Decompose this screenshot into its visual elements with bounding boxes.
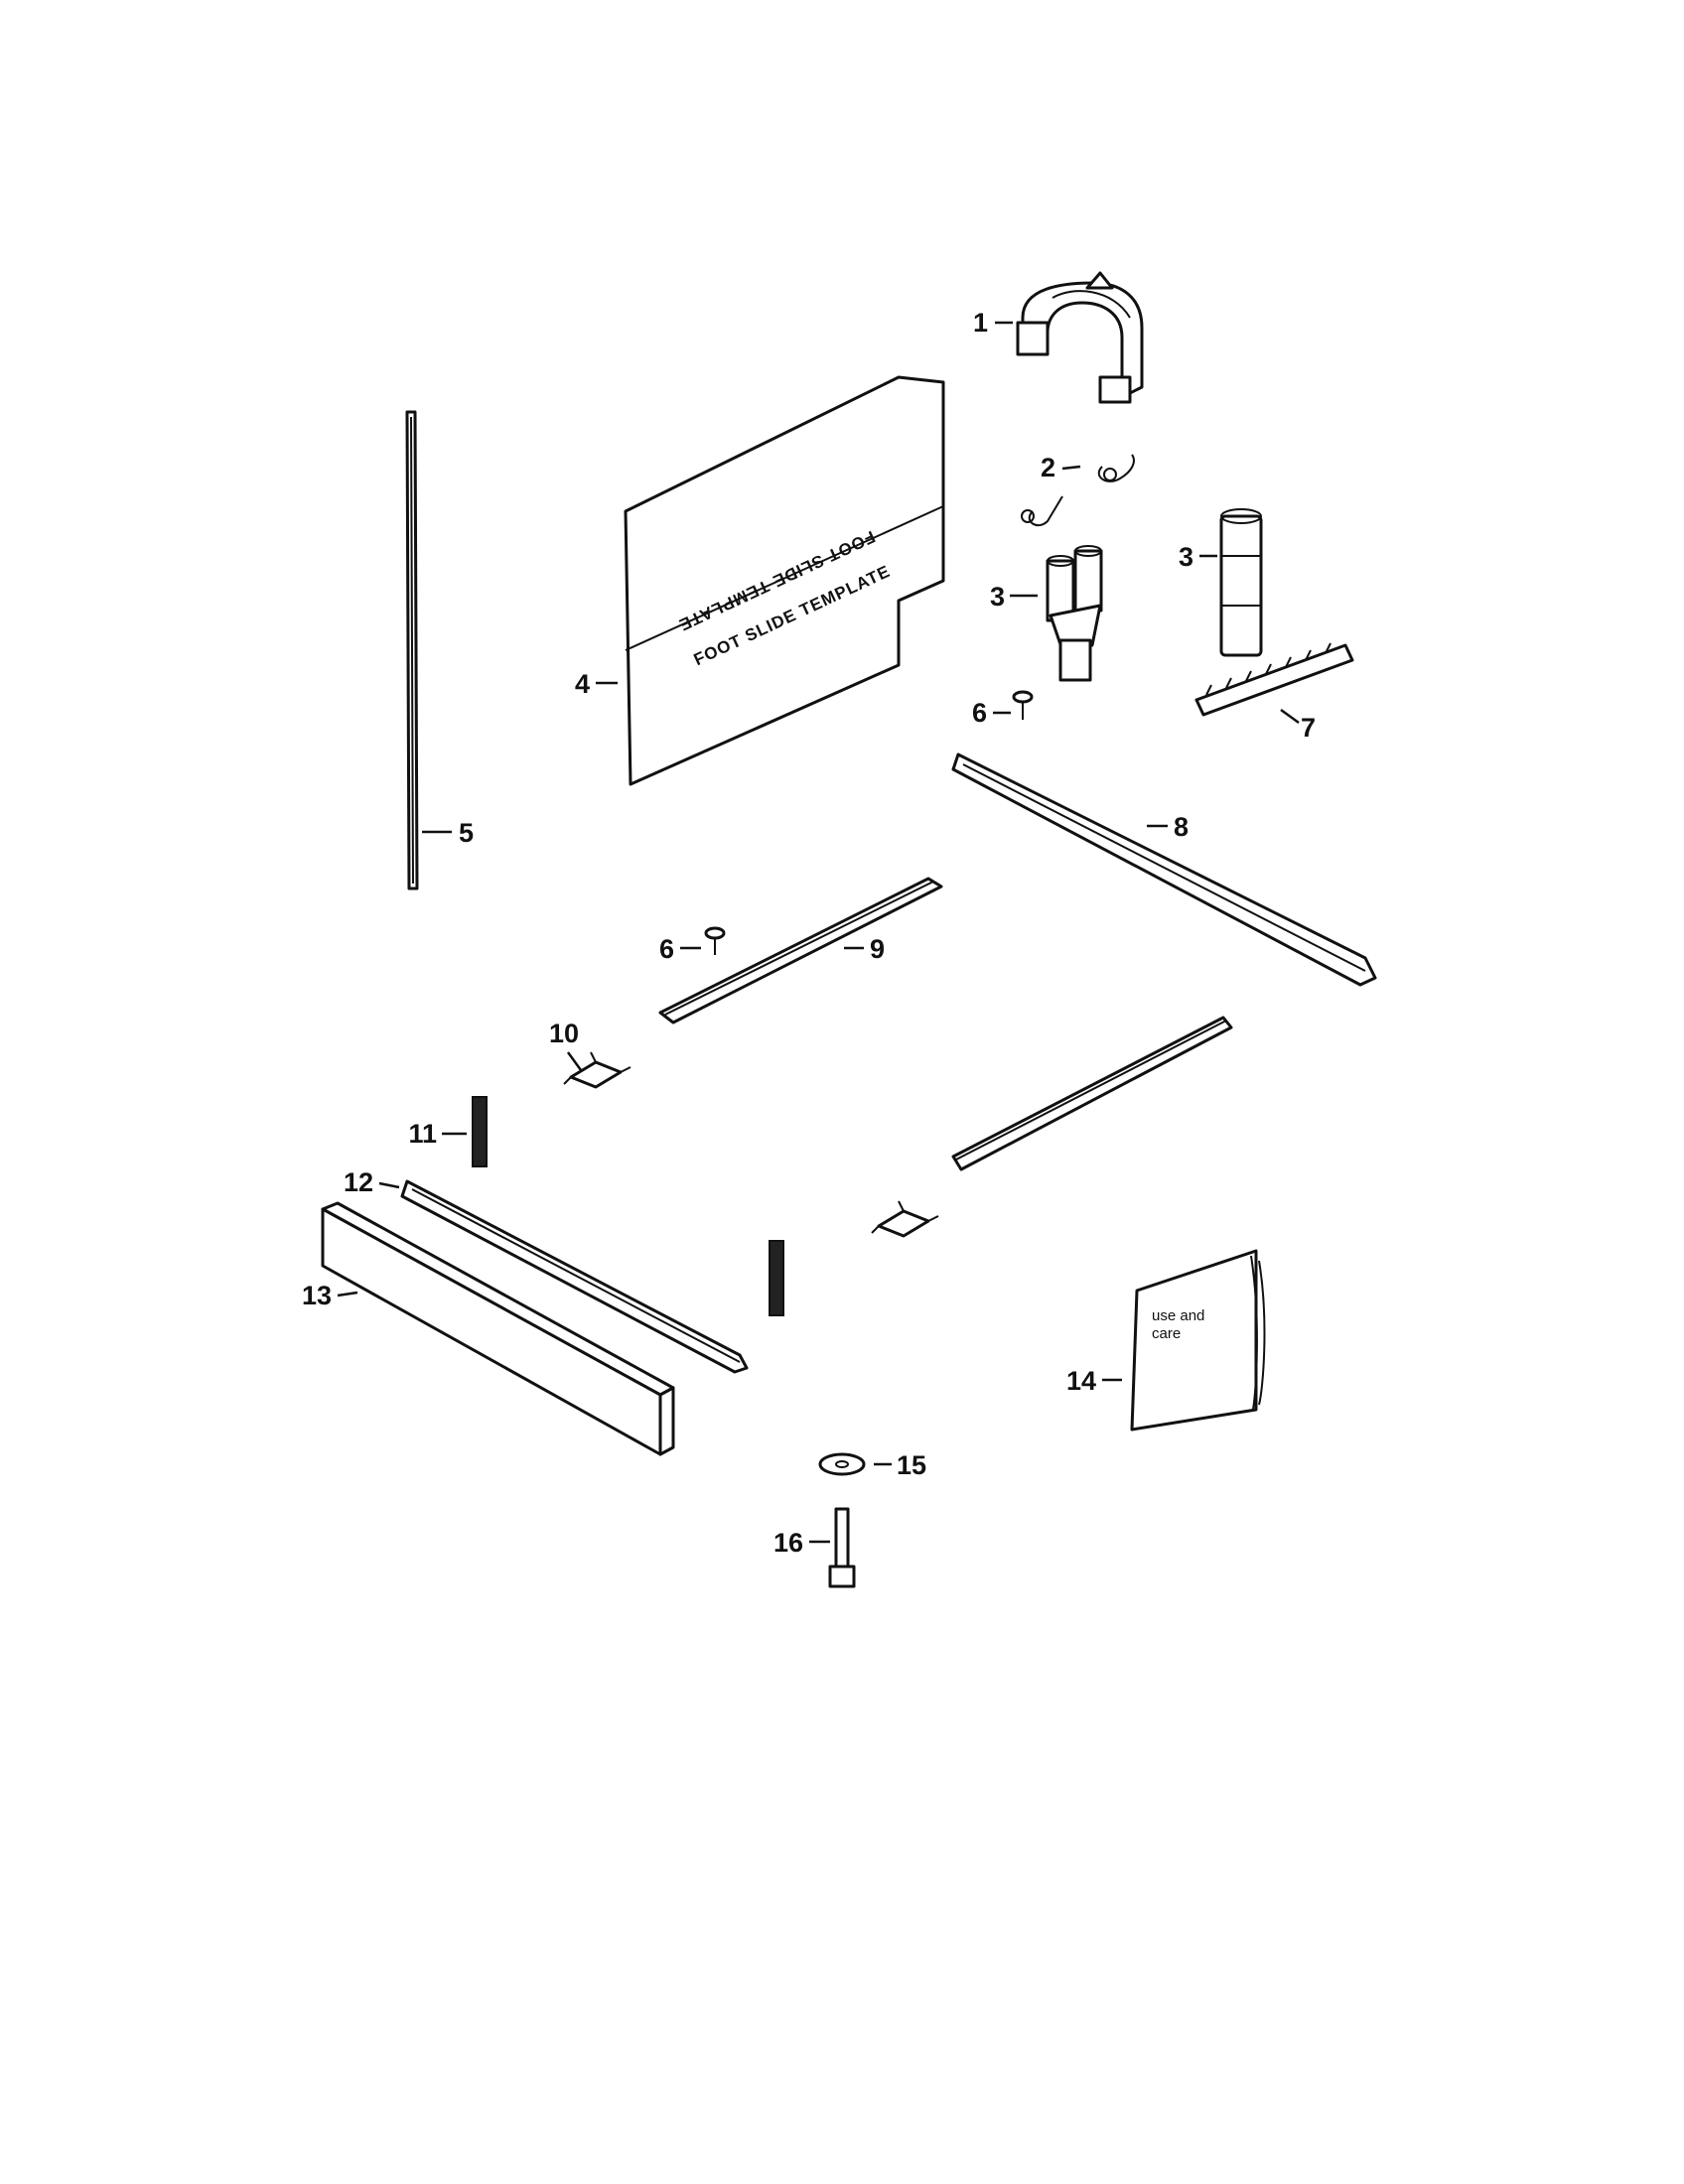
part-4-template: FOOT SLIDE TEMPLATE FOOT SLIDE TEMPLATE (624, 375, 945, 786)
part-7-comb-rack (1194, 642, 1354, 717)
part-8-rail (951, 752, 1377, 987)
callout-1: 1 (973, 308, 988, 338)
callout-3a: 3 (990, 582, 1005, 612)
bracket-second (769, 1240, 784, 1316)
callout-3b: 3 (1179, 542, 1193, 572)
part-15-washer (818, 1452, 866, 1476)
callout-6a: 6 (972, 698, 987, 728)
clip-second (871, 1200, 939, 1238)
part-6-screw (1012, 690, 1034, 720)
part-12-toe-bracket (400, 1179, 749, 1374)
part-10-clip (563, 1051, 632, 1089)
part-5-trim-strip (405, 410, 419, 890)
part-13-toe-panel (321, 1201, 675, 1456)
callout-6b: 6 (659, 934, 674, 964)
callouts: 1 2 3 3 4 5 6 7 8 6 9 10 11 12 13 14 15 … (302, 308, 1316, 1558)
part-9-slide-rail (658, 877, 943, 1024)
part-2-wire-ties (1021, 454, 1135, 527)
callout-13: 13 (302, 1281, 332, 1310)
leader-lines (337, 321, 1300, 1544)
part-1-hose-bracket (1016, 271, 1144, 404)
callout-9: 9 (870, 934, 885, 964)
callout-12: 12 (344, 1167, 373, 1197)
manual-title-line2: care (1152, 1325, 1181, 1342)
part-16-bolt (828, 1507, 856, 1588)
callout-8: 8 (1174, 812, 1189, 842)
part-3-hose-coupling (1219, 508, 1263, 657)
manual-title-line1: use and (1152, 1307, 1204, 1324)
part-6-screw (704, 926, 726, 955)
callout-4: 4 (575, 669, 590, 699)
part-14-manual: use and care (1130, 1249, 1266, 1432)
callout-5: 5 (459, 818, 474, 848)
callout-14: 14 (1066, 1366, 1096, 1396)
part-11-bracket (472, 1096, 488, 1167)
slide-rail-second (951, 1016, 1233, 1171)
callout-15: 15 (897, 1450, 926, 1480)
callout-7: 7 (1301, 713, 1316, 743)
callout-16: 16 (773, 1528, 803, 1558)
callout-11: 11 (408, 1119, 437, 1149)
callout-2: 2 (1041, 453, 1055, 482)
part-3-y-connector (1046, 545, 1103, 682)
callout-10: 10 (549, 1019, 579, 1048)
